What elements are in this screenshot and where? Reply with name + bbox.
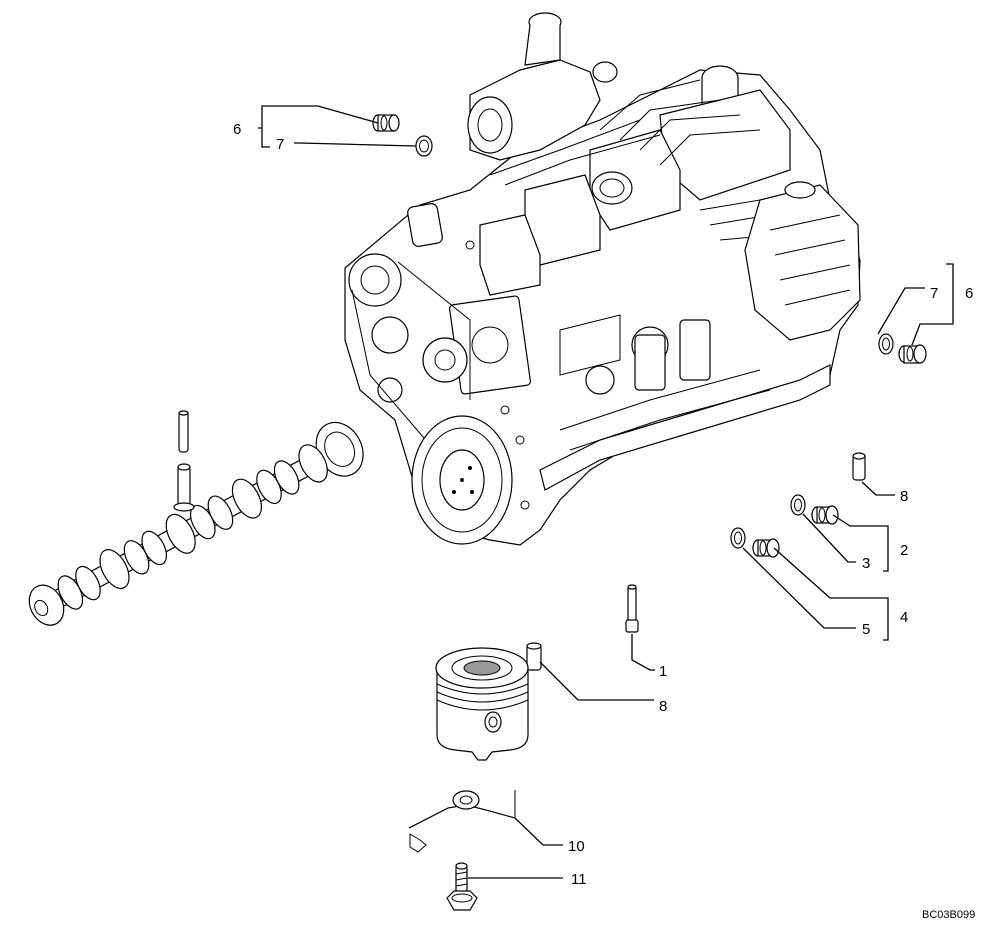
callout-3: 3 [862, 555, 870, 572]
leader-line [832, 514, 889, 572]
leader-line [742, 547, 856, 629]
piston-pin-icon [625, 584, 639, 633]
leader-line [861, 481, 895, 496]
callout-5: 5 [862, 621, 870, 638]
callout-8-lower: 8 [659, 698, 667, 715]
dowel-icon [852, 452, 866, 481]
sealing-washer-icon [878, 333, 894, 355]
leader-line [773, 547, 889, 641]
callout-1: 1 [659, 663, 667, 680]
tappet-pin-icon [178, 410, 189, 453]
leader-line [294, 142, 417, 147]
callout-10: 10 [568, 838, 585, 855]
plug-icon [811, 505, 839, 525]
leader-line [258, 105, 379, 148]
leader-line [514, 817, 563, 846]
callout-2: 2 [900, 542, 908, 559]
camshaft-icon [28, 421, 364, 626]
leader-line [802, 513, 856, 563]
callout-4: 4 [900, 609, 908, 626]
bolt-icon [446, 862, 478, 911]
leader-line [539, 661, 654, 701]
callout-6-top: 6 [233, 121, 241, 138]
plug-icon [752, 538, 780, 558]
engine-assembly-icon [344, 12, 861, 546]
callout-6-right: 6 [965, 285, 973, 302]
callout-11: 11 [571, 871, 587, 888]
piston-icon [435, 647, 529, 761]
dowel-icon [526, 642, 542, 671]
callout-7-top: 7 [276, 136, 284, 153]
leader-line [631, 634, 655, 671]
tappet-icon [173, 463, 195, 512]
callout-8-right: 8 [900, 488, 908, 505]
reference-code: BC03B099 [922, 909, 975, 921]
sealing-washer-icon [415, 135, 433, 157]
plug-icon [898, 344, 927, 364]
sealing-washer-icon [790, 494, 806, 516]
leader-line [911, 263, 954, 346]
leader-line [877, 287, 925, 335]
sealing-washer-icon [730, 527, 746, 549]
oil-jet-icon [408, 790, 516, 853]
callout-7-right: 7 [930, 285, 938, 302]
